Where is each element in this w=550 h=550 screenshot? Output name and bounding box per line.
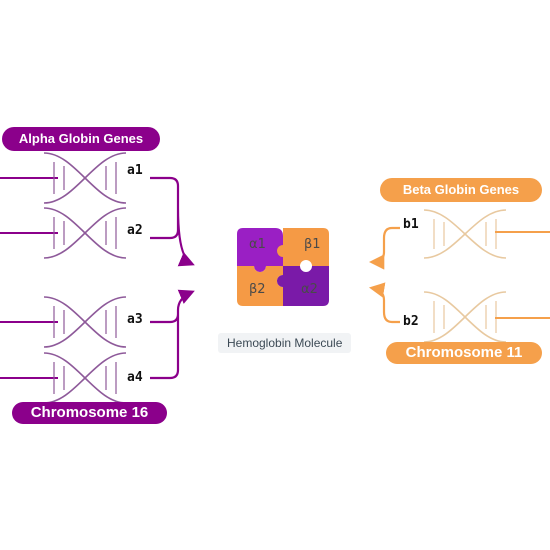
chromosome-11-label: Chromosome 11 <box>386 342 542 364</box>
alpha1-label: α1 <box>249 237 266 252</box>
chromosome-16-label: Chromosome 16 <box>12 402 167 424</box>
gene-label-a4: a4 <box>127 370 143 385</box>
hemoglobin-molecule-caption: Hemoglobin Molecule <box>218 333 352 353</box>
alpha-globin-genes-title: Alpha Globin Genes <box>2 127 160 151</box>
beta-gene-2-helix <box>423 291 550 343</box>
alpha-gene-1-helix <box>0 152 127 204</box>
alpha-upper-bracket-arrow <box>150 176 192 264</box>
gene-label-a1: a1 <box>127 163 143 178</box>
hemoglobin-molecule <box>237 228 329 306</box>
alpha-lower-bracket-arrow <box>150 292 192 380</box>
alpha2-piece <box>277 266 329 306</box>
gene-label-a2: a2 <box>127 223 143 238</box>
alpha-gene-3-helix <box>0 296 127 348</box>
alpha-gene-2-helix <box>0 207 127 259</box>
beta1-label: β1 <box>304 237 321 252</box>
beta1-piece <box>277 228 329 266</box>
beta-1-arrow <box>368 226 400 270</box>
alpha-gene-4-helix <box>0 352 127 404</box>
beta-gene-1-helix <box>423 209 550 259</box>
beta-globin-genes-title: Beta Globin Genes <box>380 178 542 202</box>
gene-label-b1: b1 <box>403 217 419 232</box>
alpha2-label: α2 <box>301 282 318 297</box>
beta2-piece <box>237 266 283 306</box>
gene-label-b2: b2 <box>403 314 419 329</box>
gene-label-a3: a3 <box>127 312 143 327</box>
beta2-label: β2 <box>249 282 266 297</box>
alpha1-piece <box>237 228 289 272</box>
beta-2-arrow <box>368 282 400 324</box>
